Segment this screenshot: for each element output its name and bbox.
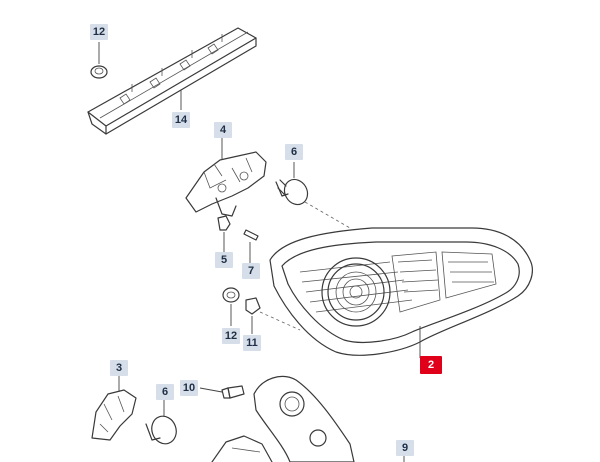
part-5-socket	[217, 215, 231, 231]
callout-6-bottom: 6	[156, 384, 174, 400]
callout-5: 5	[215, 252, 233, 268]
part-12-grommet-top	[90, 65, 108, 79]
callout-4: 4	[214, 122, 232, 138]
callout-3: 3	[110, 360, 128, 376]
callout-2: 2	[420, 356, 442, 374]
callout-11: 11	[243, 335, 261, 351]
part-7-small-bulb	[243, 229, 259, 241]
part-6-bulb-top	[275, 178, 309, 206]
part-2-tail-lamp	[269, 227, 533, 356]
callout-12-top: 12	[90, 24, 108, 40]
part-9-lower-housing	[211, 375, 355, 462]
part-3-bulb-holder	[91, 389, 137, 441]
callout-10: 10	[180, 380, 198, 396]
callout-9: 9	[396, 440, 414, 456]
part-14-mounting-strip	[87, 27, 257, 135]
callout-7: 7	[242, 263, 260, 279]
part-4-bulb-holder	[185, 151, 267, 217]
callout-14: 14	[172, 112, 190, 128]
part-11-clip	[245, 297, 261, 315]
callout-6-top: 6	[285, 144, 303, 160]
part-6-bulb-bottom	[145, 415, 177, 445]
part-10-wedge-bulb	[221, 385, 245, 399]
callout-12-mid: 12	[222, 328, 240, 344]
part-12-grommet-mid	[222, 287, 240, 303]
